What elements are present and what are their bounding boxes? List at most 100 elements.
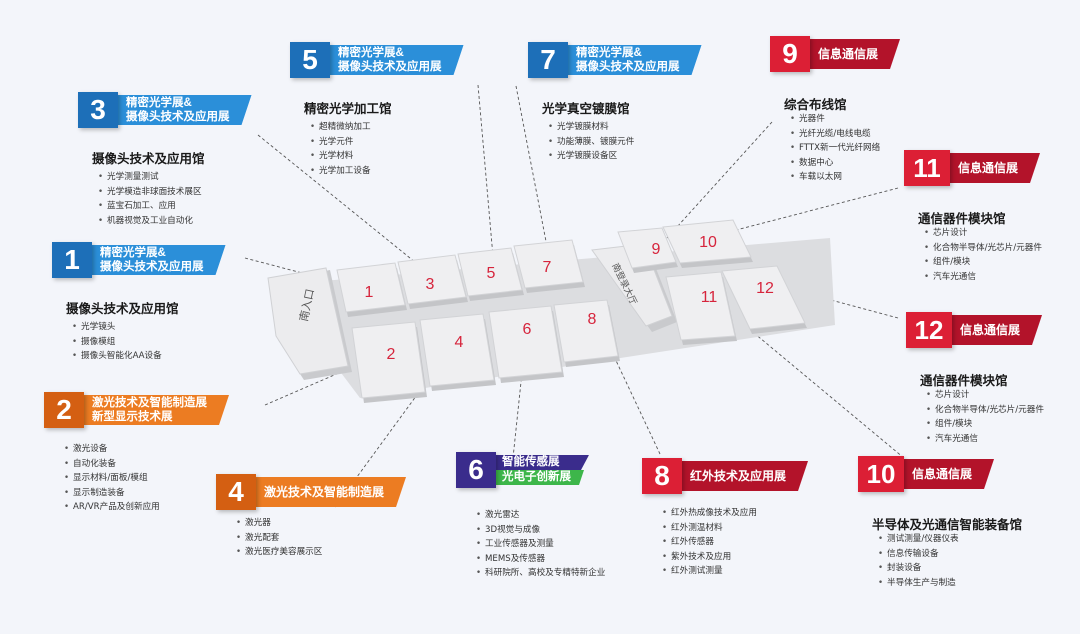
hall-number-badge: 5	[290, 42, 330, 78]
hall-card-9: 9信息通信展综合布线馆光器件光纤光缆/电线电缆FTTX新一代光纤网络数据中心车载…	[770, 36, 970, 196]
exhibit-item: 封装设备	[878, 561, 959, 576]
exhibit-item: 红外测试测量	[662, 564, 757, 579]
exhibit-item: 激光医疗美容展示区	[236, 545, 322, 560]
hall-block-7[interactable]: 7	[513, 239, 585, 293]
hall-number-label: 11	[701, 289, 718, 306]
hall-title: 半导体及光通信智能装备馆	[872, 518, 1023, 532]
hall-block-1[interactable]: 1	[336, 262, 407, 317]
hall-number-badge: 7	[528, 42, 568, 78]
exhibit-item: 超精微纳加工	[310, 120, 371, 135]
banner-line: 信息通信展	[958, 161, 1019, 175]
hall-block-5[interactable]: 5	[457, 247, 524, 301]
banner-line: 信息通信展	[912, 467, 973, 481]
exhibit-item: 红外测温材料	[662, 521, 757, 536]
hall-block-11[interactable]: 11	[665, 271, 737, 345]
exhibit-item: 光学加工设备	[310, 164, 371, 179]
exhibit-item: 测试测量/仪器仪表	[878, 532, 959, 547]
hall-number-label: 2	[387, 346, 396, 363]
hall-title: 摄像头技术及应用馆	[92, 152, 205, 166]
exhibit-list: 光器件光纤光缆/电线电缆FTTX新一代光纤网络数据中心车载以太网	[790, 112, 880, 185]
exhibit-item: 汽车光通信	[926, 432, 1044, 447]
banner-line: 精密光学展&	[576, 47, 642, 59]
hall-number-label: 9	[652, 241, 661, 258]
hall-number-badge: 1	[52, 242, 92, 278]
hall-block-4[interactable]: 4	[419, 313, 496, 391]
banner-line: 智能传感展	[482, 455, 589, 470]
exhibit-item: 红外传感器	[662, 535, 757, 550]
hall-number-badge: 12	[906, 312, 952, 348]
banner-line: 精密光学展&	[100, 247, 166, 259]
hall-block-12[interactable]: 12	[721, 265, 807, 334]
exhibition-banner: 红外技术及应用展	[668, 461, 808, 491]
banner-line: 摄像头技术及应用展	[338, 61, 442, 73]
exhibit-item: 光学测量测试	[98, 170, 202, 185]
exhibit-item: 芯片设计	[924, 226, 1042, 241]
hall-block-8[interactable]: 8	[553, 299, 620, 367]
hall-card-8: 8红外技术及应用展红外热成像技术及应用红外测温材料红外传感器紫外技术及应用红外测…	[642, 458, 842, 618]
exhibit-item: 机器视觉及工业自动化	[98, 214, 202, 229]
hall-number-badge: 2	[44, 392, 84, 428]
exhibit-item: 工业传感器及测量	[476, 537, 605, 552]
hall-card-11: 11信息通信展通信器件模块馆芯片设计化合物半导体/光芯片/元器件组件/模块汽车光…	[904, 150, 1080, 310]
hall-card-10: 10信息通信展半导体及光通信智能装备馆测试测量/仪器仪表信息传输设备封装设备半导…	[858, 456, 1058, 616]
hall-block-6[interactable]: 6	[488, 305, 564, 383]
exhibit-item: 科研院所、高校及专精特新企业	[476, 566, 605, 581]
exhibit-item: 组件/模块	[924, 255, 1042, 270]
hall-number-badge: 3	[78, 92, 118, 128]
exhibit-item: 自动化装备	[64, 457, 160, 472]
exhibit-item: FTTX新一代光纤网络	[790, 141, 880, 156]
exhibition-banner: 智能传感展光电子创新展	[482, 455, 589, 485]
hall-card-5: 5精密光学展&摄像头技术及应用展精密光学加工馆超精微纳加工光学元件光学材料光学加…	[290, 42, 490, 202]
exhibit-list: 光学镜头摄像模组摄像头智能化AA设备	[72, 320, 162, 364]
exhibition-banner: 信息通信展	[936, 153, 1040, 183]
hall-number-badge: 6	[456, 452, 496, 488]
exhibit-item: 摄像模组	[72, 335, 162, 350]
exhibit-list: 激光雷达3D视觉与成像工业传感器及测量MEMS及传感器科研院所、高校及专精特新企…	[476, 508, 605, 581]
exhibit-list: 激光设备自动化装备显示材料/面板/模组显示制造装备AR/VR产品及创新应用	[64, 442, 160, 515]
exhibit-item: 光学镜头	[72, 320, 162, 335]
exhibit-item: 车载以太网	[790, 170, 880, 185]
hall-title: 光学真空镀膜馆	[542, 102, 630, 116]
banner-line: 光电子创新展	[482, 470, 589, 485]
hall-title: 通信器件模块馆	[918, 212, 1006, 226]
hall-number-label: 5	[487, 265, 496, 282]
exhibition-banner: 精密光学展&摄像头技术及应用展	[104, 95, 252, 125]
exhibition-banner: 精密光学展&摄像头技术及应用展	[554, 45, 702, 75]
hall-card-12: 12信息通信展通信器件模块馆芯片设计化合物半导体/光芯片/元器件组件/模块汽车光…	[906, 312, 1080, 472]
hall-number-label: 7	[543, 259, 552, 276]
exhibit-list: 芯片设计化合物半导体/光芯片/元器件组件/模块汽车光通信	[924, 226, 1042, 284]
banner-line: 信息通信展	[960, 323, 1021, 337]
hall-number-label: 8	[588, 311, 597, 328]
banner-line: 摄像头技术及应用展	[576, 61, 680, 73]
south-entrance: 南入口	[267, 267, 352, 380]
exhibit-item: 紫外技术及应用	[662, 550, 757, 565]
banner-line: 精密光学展&	[126, 97, 192, 109]
hall-block-2[interactable]: 2	[351, 321, 427, 403]
exhibit-item: 光学模造非球面技术展区	[98, 185, 202, 200]
exhibit-item: 光学材料	[310, 149, 371, 164]
exhibit-item: 信息传输设备	[878, 547, 959, 562]
exhibit-list: 超精微纳加工光学元件光学材料光学加工设备	[310, 120, 371, 178]
hall-number-label: 6	[523, 321, 532, 338]
exhibition-banner: 激光技术及智能制造展新型显示技术展	[70, 395, 229, 425]
exhibit-item: 数据中心	[790, 156, 880, 171]
hall-number-label: 12	[756, 280, 774, 297]
exhibition-banner: 信息通信展	[796, 39, 900, 69]
banner-line: 激光技术及智能制造展	[264, 485, 385, 499]
hall-block-9[interactable]: 9	[617, 227, 678, 273]
hall-block-3[interactable]: 3	[397, 254, 468, 309]
exhibit-item: 激光设备	[64, 442, 160, 457]
exhibit-item: 蓝宝石加工、应用	[98, 199, 202, 214]
exhibit-item: 组件/模块	[926, 417, 1044, 432]
hall-block-10[interactable]: 10	[662, 219, 753, 268]
exhibit-item: 化合物半导体/光芯片/元器件	[926, 403, 1044, 418]
exhibit-item: 激光配套	[236, 531, 322, 546]
hall-card-2: 2激光技术及智能制造展新型显示技术展激光设备自动化装备显示材料/面板/模组显示制…	[44, 392, 244, 552]
banner-line: 新型显示技术展	[92, 411, 173, 423]
exhibit-item: 功能薄膜、镀膜元件	[548, 135, 634, 150]
hall-title: 通信器件模块馆	[920, 374, 1008, 388]
hall-number-label: 10	[699, 234, 717, 251]
exhibition-banner: 精密光学展&摄像头技术及应用展	[316, 45, 464, 75]
exhibit-list: 光学测量测试光学模造非球面技术展区蓝宝石加工、应用机器视觉及工业自动化	[98, 170, 202, 228]
exhibit-list: 测试测量/仪器仪表信息传输设备封装设备半导体生产与制造	[878, 532, 959, 590]
